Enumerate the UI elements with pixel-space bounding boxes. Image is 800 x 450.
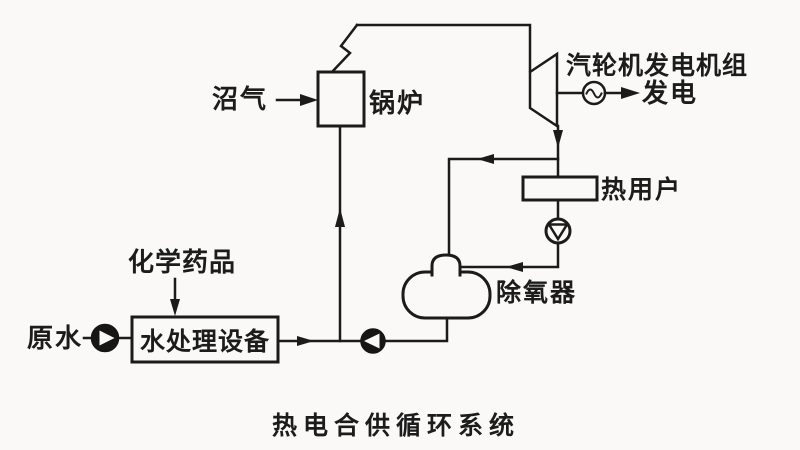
power-output-label: 发电 (642, 79, 699, 109)
condensate-arrow-icon (506, 262, 523, 272)
feed-up-arrow-icon (335, 208, 345, 227)
feed-pump-triangle (364, 333, 380, 349)
condensate-return-pipe (456, 241, 560, 269)
water-treatment-box (130, 315, 280, 364)
raw-water-pump-triangle (99, 330, 115, 346)
exhaust-down-arrow-icon (553, 130, 563, 148)
turbine-generator-label: 汽轮机发电机组 (566, 51, 749, 80)
turbine-symbol (528, 51, 559, 129)
boiler-label: 锅炉 (369, 89, 426, 119)
deaerator-label: 除氧器 (496, 278, 578, 307)
figure-caption: 热电合供循环系统 (271, 411, 520, 440)
heat-user-box (521, 175, 599, 202)
boiler-box (316, 70, 366, 128)
chemicals-arrow-icon (170, 299, 180, 316)
raw-water-label: 原水 (27, 324, 84, 354)
water-treatment-label: 水处理设备 (139, 326, 270, 356)
chemicals-label: 化学药品 (128, 248, 237, 278)
extraction-arrow-icon (477, 154, 494, 164)
feedwater-bottom-pipe (276, 316, 449, 343)
biogas-label: 沼气 (212, 85, 269, 115)
extraction-pipe (447, 157, 560, 259)
power-arrow-icon (621, 87, 640, 99)
biogas-arrow-icon (300, 94, 318, 106)
deaerator-dome (430, 253, 462, 277)
heat-user-label: 热用户 (601, 175, 683, 204)
deaerator-vessel (401, 270, 492, 320)
steam-main-pipe (355, 23, 532, 73)
deaerator-dome-fill (432, 255, 460, 274)
treated-water-arrow-icon (297, 336, 314, 346)
boiler-riser-zigzag (330, 23, 359, 74)
generator-wave-icon (585, 88, 603, 99)
condensate-pump-triangle (546, 223, 570, 242)
